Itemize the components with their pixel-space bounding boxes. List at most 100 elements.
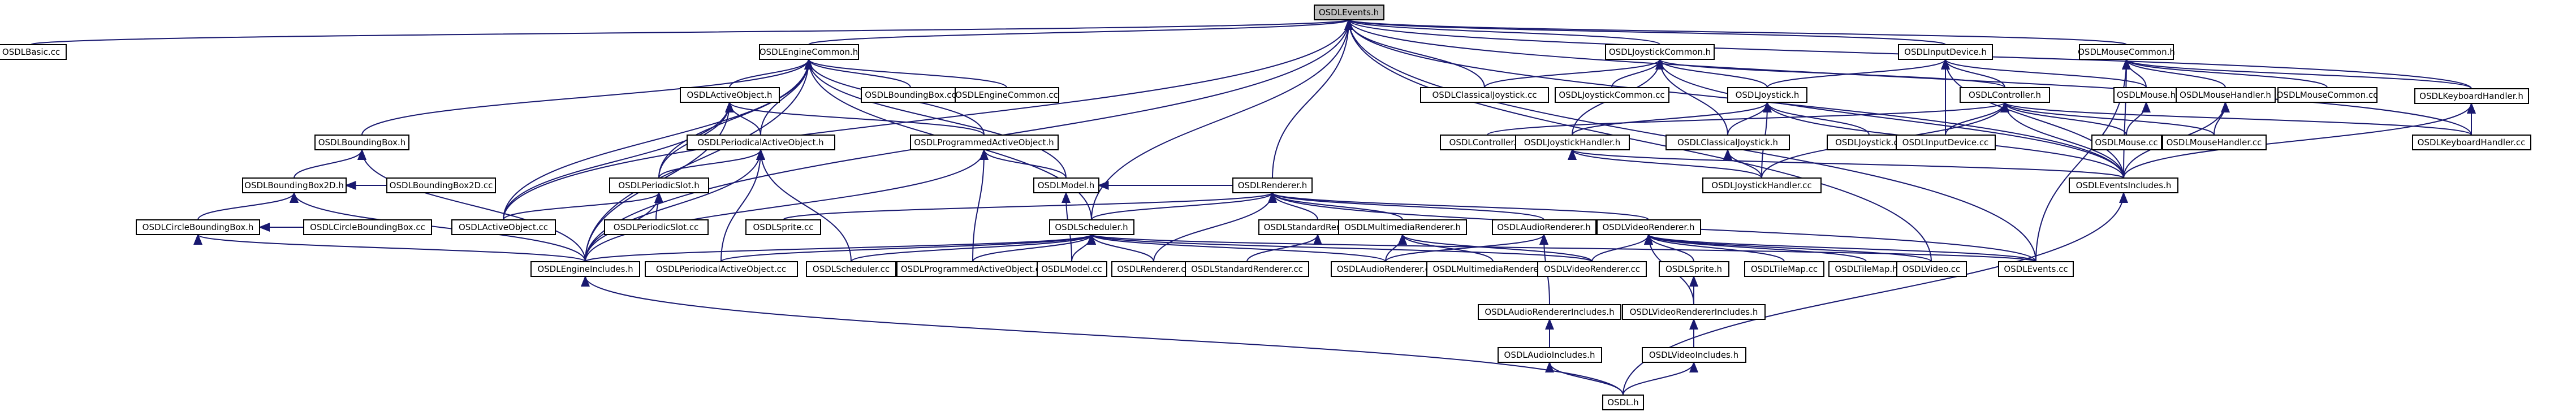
node-osdl-scheduler-h[interactable]: OSDLScheduler.h <box>1049 219 1134 235</box>
edge-n34-to-n3 <box>1655 58 2124 179</box>
edge-n59-to-n40 <box>1088 233 2036 262</box>
edge-n47-to-n18 <box>756 149 852 262</box>
node-osdl-video-includes-h[interactable]: OSDLVideoIncludes.h <box>1642 347 1746 363</box>
edge-n54-to-n42 <box>1398 233 1593 262</box>
node-osdl-mouse-h[interactable]: OSDLMouse.h <box>2113 87 2180 103</box>
node-osdl-mouse-cc[interactable]: OSDLMouse.cc <box>2091 135 2162 150</box>
node-osdl-audio-renderer-h[interactable]: OSDLAudioRenderer.h <box>1492 219 1596 235</box>
node-osdl-periodic-slot-h[interactable]: OSDLPeriodicSlot.h <box>609 177 709 193</box>
edge-n57-to-n44 <box>1644 233 1867 262</box>
node-osdl-joystick-h[interactable]: OSDLJoystick.h <box>1727 87 1807 103</box>
node-osdl-bounding-box-2d-h[interactable]: OSDLBoundingBox2D.h <box>242 177 347 193</box>
edge-n45-to-n18 <box>585 149 765 262</box>
edge-n25-to-n13 <box>2000 101 2127 136</box>
node-osdl-joystick-common-h[interactable]: OSDLJoystickCommon.h <box>1605 44 1715 60</box>
node-osdl-video-cc[interactable]: OSDLVideo.cc <box>1896 261 1967 277</box>
edge-n34-to-n5 <box>2121 58 2131 179</box>
node-osdl-tile-map-h[interactable]: OSDLTileMap.h <box>1828 261 1904 277</box>
edge-n26-to-n13 <box>2000 101 2215 136</box>
node-osdl-engine-includes-h[interactable]: OSDLEngineIncludes.h <box>530 261 640 277</box>
node-osdl-model-h[interactable]: OSDLModel.h <box>1033 177 1099 193</box>
node-osdl-engine-common-h[interactable]: OSDLEngineCommon.h <box>759 44 859 60</box>
node-osdl-basic-cc[interactable]: OSDLBasic.cc <box>0 44 67 60</box>
svg-text:OSDLBoundingBox.h: OSDLBoundingBox.h <box>318 137 406 148</box>
node-osdl-model-cc[interactable]: OSDLModel.cc <box>1037 261 1107 277</box>
node-osdl-video-renderer-includes-h[interactable]: OSDLVideoRendererIncludes.h <box>1622 304 1766 320</box>
node-osdl-keyboard-handler-h[interactable]: OSDLKeyboardHandler.h <box>2414 88 2529 104</box>
edge-n14-to-n4 <box>1941 58 2147 88</box>
node-osdl-tile-map-cc[interactable]: OSDLTileMap.cc <box>1744 261 1824 277</box>
node-osdl-input-device-h[interactable]: OSDLInputDevice.h <box>1898 44 1993 60</box>
node-osdl-joystick-handler-cc[interactable]: OSDLJoystickHandler.cc <box>1702 177 1822 193</box>
node-osdl-periodic-slot-cc[interactable]: OSDLPeriodicSlot.cc <box>604 219 709 235</box>
node-osdl-classical-joystick-cc[interactable]: OSDLClassicalJoystick.cc <box>1420 87 1549 103</box>
svg-text:OSDLSprite.cc: OSDLSprite.cc <box>753 222 814 232</box>
edge-n12-to-n4 <box>1767 58 1950 88</box>
edge-n33-to-n21 <box>1568 149 1762 179</box>
node-osdl-renderer-h[interactable]: OSDLRenderer.h <box>1232 177 1313 193</box>
node-osdl-joystick-common-cc[interactable]: OSDLJoystickCommon.cc <box>1555 87 1669 103</box>
node-osdl-mouse-handler-cc[interactable]: OSDLMouseHandler.cc <box>2162 135 2267 150</box>
node-osdl-classical-joystick-h[interactable]: OSDLClassicalJoystick.h <box>1665 135 1790 150</box>
node-osdl-engine-common-cc[interactable]: OSDLEngineCommon.cc <box>955 87 1059 103</box>
svg-text:OSDLBoundingBox.cc: OSDLBoundingBox.cc <box>865 90 956 100</box>
svg-text:OSDLJoystick.h: OSDLJoystick.h <box>1736 90 1800 100</box>
node-osdl-video-renderer-h[interactable]: OSDLVideoRenderer.h <box>1596 219 1701 235</box>
node-osdl-input-device-cc[interactable]: OSDLInputDevice.cc <box>1896 135 1996 150</box>
node-osdl-periodical-active-object-h[interactable]: OSDLPeriodicalActiveObject.h <box>687 135 835 150</box>
node-osdl-sprite-cc[interactable]: OSDLSprite.cc <box>745 219 821 235</box>
svg-text:OSDLVideoRenderer.cc: OSDLVideoRenderer.cc <box>1544 264 1640 274</box>
node-osdl-mouse-common-h[interactable]: OSDLMouseCommon.h <box>2078 44 2175 60</box>
svg-text:OSDLRenderer.cc: OSDLRenderer.cc <box>1117 264 1190 274</box>
node-osdl-renderer-cc[interactable]: OSDLRenderer.cc <box>1111 261 1197 277</box>
node-osdl-audio-includes-h[interactable]: OSDLAudioIncludes.h <box>1498 347 1602 363</box>
node-osdl-bounding-box-cc[interactable]: OSDLBoundingBox.cc <box>861 87 961 103</box>
node-osdl-mouse-common-cc[interactable]: OSDLMouseCommon.cc <box>2277 87 2378 103</box>
node-osdl-bounding-box-2d-cc[interactable]: OSDLBoundingBox2D.cc <box>386 177 496 193</box>
svg-text:OSDLEngineCommon.cc: OSDLEngineCommon.cc <box>955 90 1058 100</box>
edge-n42-to-n32 <box>1268 192 1403 220</box>
node-osdl-keyboard-handler-cc[interactable]: OSDLKeyboardHandler.cc <box>2412 135 2531 150</box>
edge-n56-to-n44 <box>1644 233 1785 262</box>
svg-text:OSDLModel.h: OSDLModel.h <box>1038 180 1095 190</box>
node-osdl-audio-renderer-cc[interactable]: OSDLAudioRenderer.cc <box>1331 261 1440 277</box>
edge-n34-to-n21 <box>1568 149 2124 179</box>
node-osdl-joystick-handler-h[interactable]: OSDLJoystickHandler.h <box>1515 135 1630 150</box>
svg-text:OSDLInputDevice.h: OSDLInputDevice.h <box>1904 47 1987 57</box>
node-osdl-circle-bounding-box-cc[interactable]: OSDLCircleBoundingBox.cc <box>303 219 432 235</box>
svg-text:OSDLEvents.cc: OSDLEvents.cc <box>2004 264 2068 274</box>
svg-text:OSDLEngineIncludes.h: OSDLEngineIncludes.h <box>537 264 633 274</box>
svg-text:OSDLScheduler.h: OSDLScheduler.h <box>1055 222 1128 232</box>
node-osdl-scheduler-cc[interactable]: OSDLScheduler.cc <box>806 261 896 277</box>
svg-text:OSDLInputDevice.cc: OSDLInputDevice.cc <box>1902 137 1989 148</box>
node-osdl-active-object-h[interactable]: OSDLActiveObject.h <box>680 87 780 103</box>
node-osdl-sprite-h[interactable]: OSDLSprite.h <box>1659 261 1729 277</box>
node-osdl-bounding-box-h[interactable]: OSDLBoundingBox.h <box>314 135 409 150</box>
edge-n52-to-n43 <box>1385 233 1548 262</box>
svg-text:OSDLVideoRenderer.h: OSDLVideoRenderer.h <box>1603 222 1695 232</box>
edge-n46-to-n40 <box>720 233 1096 262</box>
edge-n54-to-n40 <box>1087 233 1593 262</box>
svg-text:OSDLMouseHandler.cc: OSDLMouseHandler.cc <box>2167 137 2262 148</box>
node-osdl-active-object-cc[interactable]: OSDLActiveObject.cc <box>451 219 556 235</box>
node-osdl-mouse-handler-h[interactable]: OSDLMouseHandler.h <box>2176 87 2276 103</box>
svg-text:OSDLAudioRenderer.cc: OSDLAudioRenderer.cc <box>1337 264 1435 274</box>
node-osdl-audio-renderer-includes-h[interactable]: OSDLAudioRendererIncludes.h <box>1478 304 1621 320</box>
node-osdl-h[interactable]: OSDL.h <box>1602 395 1644 410</box>
node-osdl-periodical-active-object-cc[interactable]: OSDLPeriodicalActiveObject.cc <box>645 261 798 277</box>
node-osdl-controller-h[interactable]: OSDLController.h <box>1960 87 2050 103</box>
node-osdl-events-h[interactable]: OSDLEvents.h <box>1314 5 1384 20</box>
node-osdl-video-renderer-cc[interactable]: OSDLVideoRenderer.cc <box>1537 261 1647 277</box>
svg-text:OSDLEvents.h: OSDLEvents.h <box>1319 7 1379 18</box>
node-osdl-circle-bounding-box-h[interactable]: OSDLCircleBoundingBox.h <box>136 219 260 235</box>
node-osdl-programmed-active-object-cc[interactable]: OSDLProgrammedActiveObject.cc <box>896 261 1050 277</box>
svg-text:OSDLPeriodicalActiveObject.cc: OSDLPeriodicalActiveObject.cc <box>656 264 786 274</box>
node-osdl-events-cc[interactable]: OSDLEvents.cc <box>1998 261 2074 277</box>
svg-text:OSDL.h: OSDL.h <box>1607 397 1639 408</box>
edge-n9-to-n2 <box>804 58 1007 88</box>
edge-n45-to-n40 <box>585 233 1096 262</box>
node-osdl-multimedia-renderer-h[interactable]: OSDLMultimediaRenderer.h <box>1338 219 1467 235</box>
node-osdl-standard-renderer-cc[interactable]: OSDLStandardRenderer.cc <box>1185 261 1309 277</box>
node-osdl-programmed-active-object-h[interactable]: OSDLProgrammedActiveObject.h <box>910 135 1059 150</box>
node-osdl-events-includes-h[interactable]: OSDLEventsIncludes.h <box>2069 177 2178 193</box>
